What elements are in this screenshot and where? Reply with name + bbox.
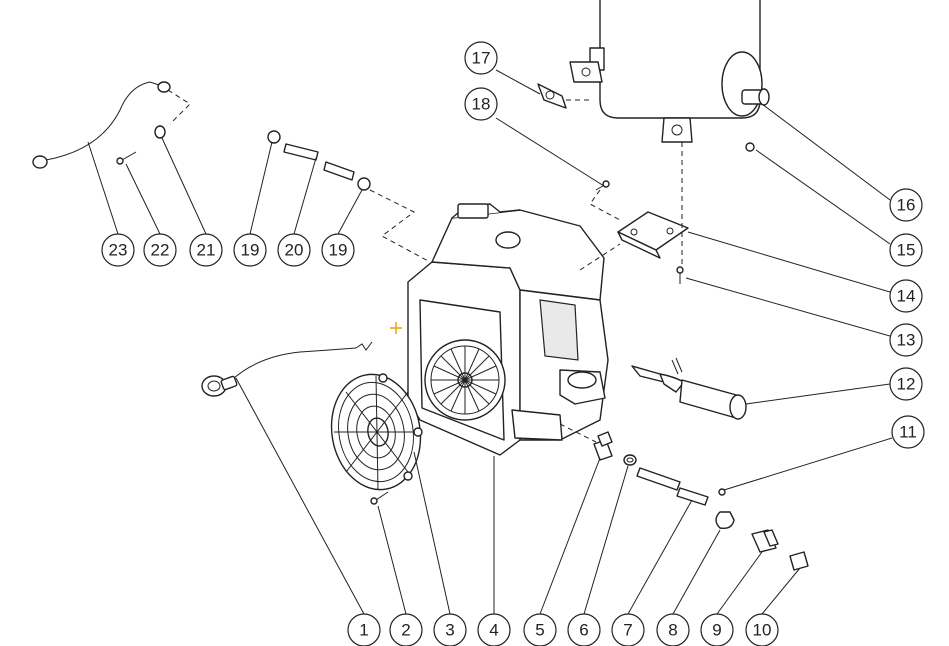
callout-13: 13: [889, 323, 923, 357]
oil-fitting: [593, 431, 613, 461]
callout-6: 6: [567, 613, 601, 646]
callout-17: 17: [464, 41, 498, 75]
svg-text:13: 13: [897, 331, 916, 350]
callout-15: 15: [889, 233, 923, 267]
engine-block: [407, 203, 609, 456]
fuel-line: [32, 81, 171, 169]
callout-12: 12: [889, 367, 923, 401]
exhaust-pipe: [631, 357, 747, 420]
svg-text:11: 11: [899, 423, 917, 442]
callout-2: 2: [389, 613, 423, 646]
exhaust-gasket: [537, 83, 567, 109]
dipstick-cable: [201, 341, 373, 397]
svg-text:20: 20: [285, 241, 304, 260]
callout-19b: 19: [321, 233, 355, 267]
callout-18: 18: [464, 87, 498, 121]
washer-21: [154, 125, 166, 139]
callout-1: 1: [347, 613, 381, 646]
callout-14: 14: [889, 279, 923, 313]
svg-text:21: 21: [197, 241, 216, 260]
drain-valve: [751, 529, 779, 553]
callout-20: 20: [277, 233, 311, 267]
assembly-guide-lines: [167, 89, 683, 443]
washer-6: [623, 454, 637, 466]
svg-text:7: 7: [623, 621, 632, 640]
callout-3: 3: [433, 613, 467, 646]
bolt-18: [595, 180, 610, 191]
svg-text:9: 9: [712, 621, 721, 640]
svg-text:19: 19: [241, 241, 260, 260]
svg-text:23: 23: [109, 241, 128, 260]
position-marker-icon: [390, 322, 402, 334]
svg-text:10: 10: [753, 621, 772, 640]
svg-text:1: 1: [359, 621, 368, 640]
leader-lines: [87, 69, 893, 615]
callout-4: 4: [477, 613, 511, 646]
svg-text:17: 17: [472, 49, 491, 68]
svg-text:6: 6: [579, 621, 588, 640]
bolt-22: [116, 151, 137, 165]
callout-9: 9: [700, 613, 734, 646]
callout-21: 21: [189, 233, 223, 267]
nut-15: [745, 142, 755, 152]
callout-11: 11: [891, 415, 925, 449]
bolt-13: [676, 266, 684, 284]
svg-text:8: 8: [668, 621, 677, 640]
svg-text:19: 19: [329, 241, 348, 260]
svg-text:22: 22: [151, 241, 170, 260]
muffler: [569, 0, 770, 143]
svg-text:15: 15: [897, 241, 916, 260]
callout-23: 23: [101, 233, 135, 267]
cap-10: [789, 551, 809, 571]
clamp-8: [715, 488, 735, 530]
svg-text:4: 4: [489, 621, 498, 640]
svg-text:18: 18: [472, 95, 491, 114]
callout-22: 22: [143, 233, 177, 267]
svg-text:16: 16: [897, 196, 916, 215]
screw-2: [370, 491, 389, 505]
svg-text:5: 5: [535, 621, 544, 640]
retaining-ring-19a: [267, 130, 281, 144]
callout-19a: 19: [233, 233, 267, 267]
pin-20: [283, 143, 355, 181]
svg-text:12: 12: [897, 375, 916, 394]
callout-7: 7: [611, 613, 645, 646]
callout-16: 16: [889, 188, 923, 222]
fan-guard: [330, 373, 423, 491]
svg-text:2: 2: [401, 621, 410, 640]
retaining-ring-19b: [357, 177, 371, 191]
callout-10: 10: [745, 613, 779, 646]
callout-8: 8: [656, 613, 690, 646]
svg-text:14: 14: [897, 287, 916, 306]
hose-7: [636, 467, 709, 506]
muffler-bracket: [617, 211, 689, 259]
callout-5: 5: [523, 613, 557, 646]
svg-text:3: 3: [445, 621, 454, 640]
